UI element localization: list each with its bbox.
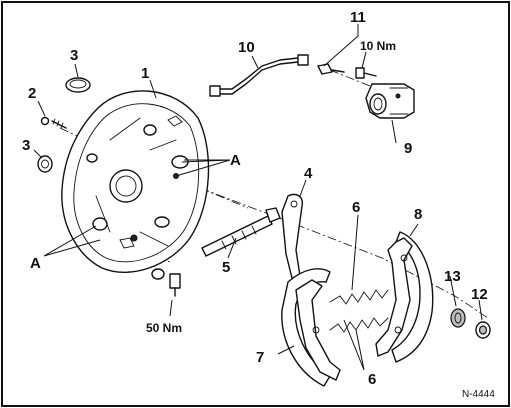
callout-3-top: 3 xyxy=(70,47,78,64)
callout-labels: 1 2 3 3 4 5 6 6 7 8 9 10 11 12 13 A A 10… xyxy=(22,9,495,400)
brake-shoe-rear xyxy=(375,231,434,363)
rubber-plug-left xyxy=(37,155,53,173)
bleed-screw xyxy=(40,116,67,129)
wheel-cylinder xyxy=(365,83,415,119)
callout-1: 1 xyxy=(141,65,149,82)
callout-a-left: A xyxy=(30,255,41,272)
return-spring-upper xyxy=(329,289,389,305)
adjuster-strut xyxy=(201,207,281,257)
torque-10nm: 10 Nm xyxy=(360,39,396,53)
callout-11: 11 xyxy=(350,9,366,26)
washer xyxy=(475,321,491,339)
callout-3-left: 3 xyxy=(22,137,30,154)
callout-13: 13 xyxy=(444,268,461,285)
callout-7: 7 xyxy=(256,349,264,366)
callout-12: 12 xyxy=(471,286,488,303)
hose-fitting xyxy=(317,63,345,75)
callout-5: 5 xyxy=(222,259,230,276)
callout-10: 10 xyxy=(238,39,255,56)
callout-4: 4 xyxy=(304,165,313,182)
return-spring-lower xyxy=(329,317,389,333)
callout-9: 9 xyxy=(404,140,412,157)
rubber-plug-top xyxy=(65,77,91,93)
callout-a-right: A xyxy=(230,152,241,169)
brake-line xyxy=(209,54,309,97)
callout-6-upper: 6 xyxy=(352,199,360,216)
callout-2: 2 xyxy=(28,85,36,102)
wheel-cylinder-bolt xyxy=(355,67,377,79)
backplate-bolt xyxy=(151,268,181,297)
callout-6-lower: 6 xyxy=(368,371,376,388)
callout-8: 8 xyxy=(414,206,422,223)
backplate xyxy=(61,90,210,273)
brake-shoe-front xyxy=(281,268,341,387)
retaining-clip xyxy=(450,308,466,328)
adjuster-lever xyxy=(281,193,303,279)
figure-code: N-4444 xyxy=(462,389,495,400)
torque-50nm: 50 Nm xyxy=(146,321,182,335)
leader-lines xyxy=(33,24,483,371)
